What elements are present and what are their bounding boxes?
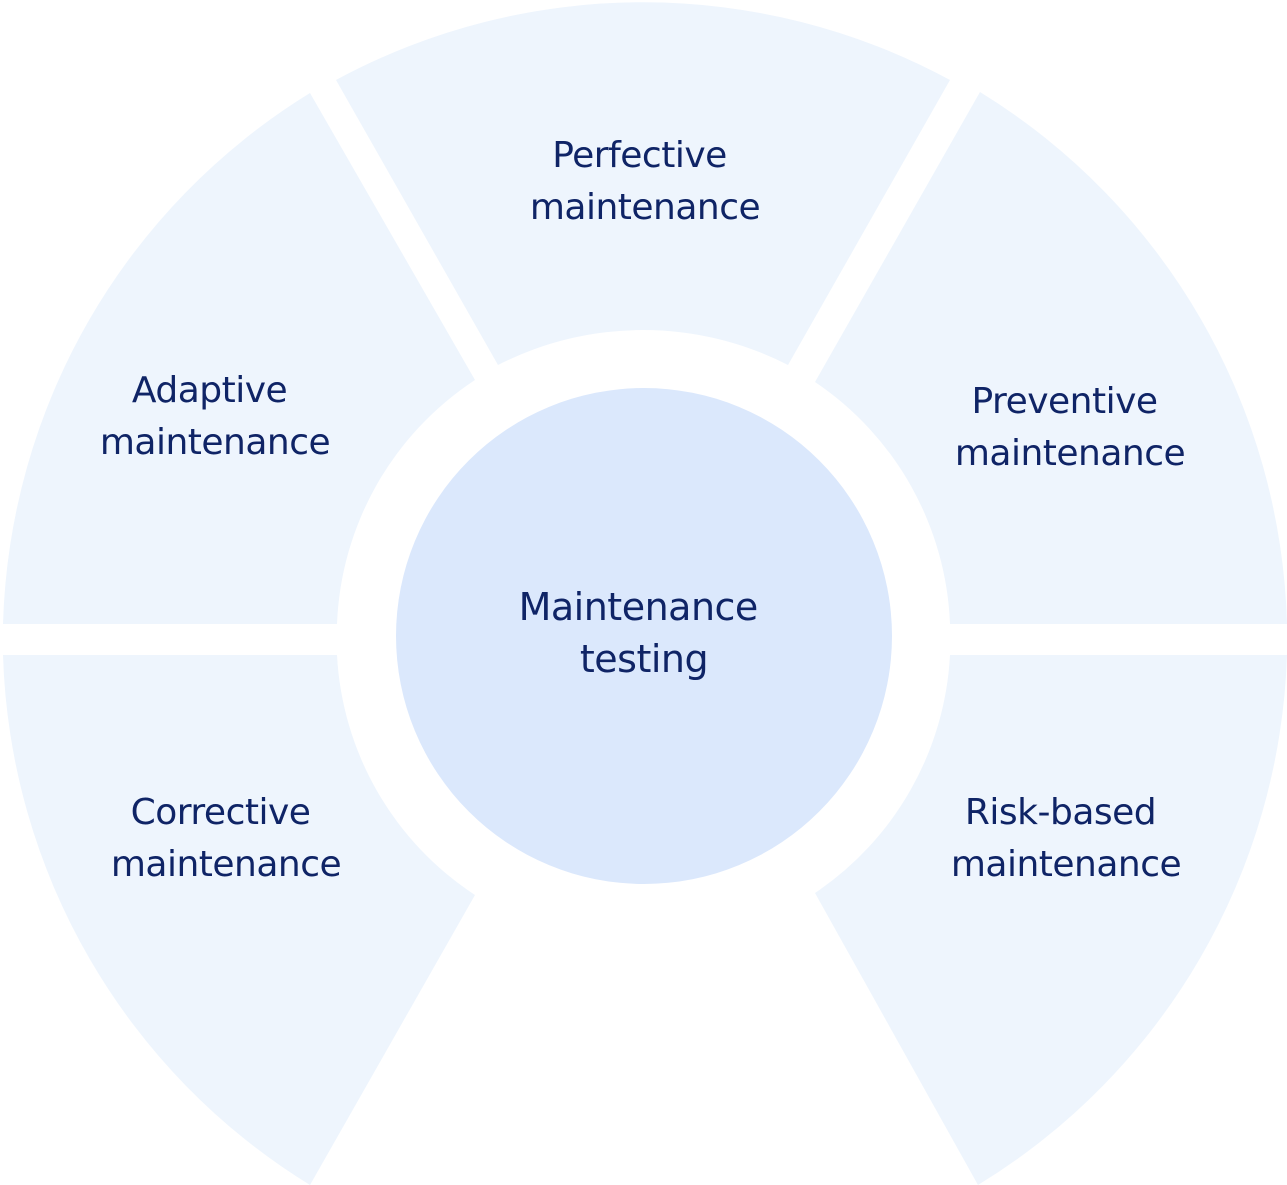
adaptive-label: Adaptive maintenance [100, 370, 330, 463]
center-hub-label-line1: Maintenance [519, 585, 758, 629]
preventive-label-line2: maintenance [955, 433, 1185, 474]
risk-based-label-line1: Risk-based [965, 792, 1156, 833]
segment-risk-based [815, 655, 1287, 1185]
segment-adaptive [3, 93, 475, 624]
center-hub-label: Maintenance testing [519, 585, 770, 681]
perfective-label-line1: Perfective [552, 135, 727, 176]
corrective-label-line1: Corrective [131, 792, 311, 833]
preventive-label-line1: Preventive [971, 381, 1157, 422]
center-hub [396, 388, 892, 884]
segment-perfective [336, 2, 950, 365]
corrective-label: Corrective maintenance [111, 792, 341, 885]
adaptive-label-line2: maintenance [100, 422, 330, 463]
adaptive-label-line1: Adaptive [132, 370, 287, 411]
perfective-label-line2: maintenance [530, 187, 760, 228]
perfective-label: Perfective maintenance [530, 135, 760, 228]
segment-preventive [815, 92, 1287, 624]
risk-based-label: Risk-based maintenance [951, 792, 1181, 885]
center-hub-label-line2: testing [580, 637, 708, 681]
preventive-label: Preventive maintenance [955, 381, 1185, 474]
corrective-label-line2: maintenance [111, 844, 341, 885]
segment-corrective [3, 655, 475, 1185]
risk-based-label-line2: maintenance [951, 844, 1181, 885]
